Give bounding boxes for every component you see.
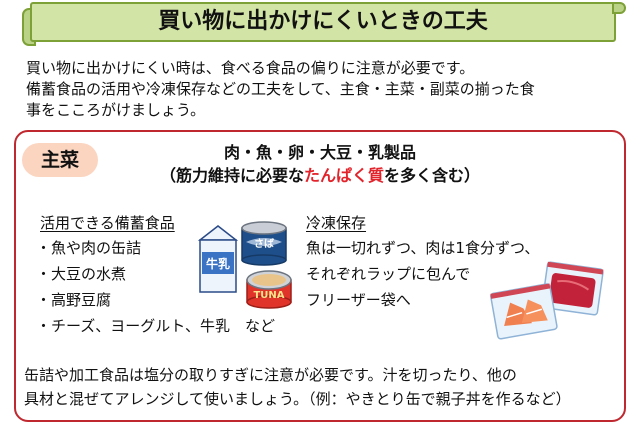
frozen-line: それぞれラップに包んで (306, 265, 471, 283)
main-dish-box (14, 130, 626, 422)
tuna-can-icon: TUNA (246, 270, 292, 309)
intro-paragraph: 買い物に出かけにくい時は、食べる食品の偏りに注意が必要です。 備蓄食品の活用や冷… (26, 58, 626, 121)
stock-item: ・大豆の水煮 (36, 265, 127, 283)
page-title: 買い物に出かけにくいときの工夫 (158, 9, 488, 34)
salt-note-line: 具材と混ぜてアレンジして使いましょう。（例：やきとり缶で親子丼を作るなど） (24, 390, 571, 408)
salt-note-line: 缶詰や加工食品は塩分の取りすぎに注意が必要です。汁を切ったり、他の (24, 366, 517, 384)
milk-label: 牛乳 (206, 256, 230, 271)
banner-body (30, 2, 616, 42)
frozen-line: フリーザー袋へ (306, 291, 411, 309)
protein-note-before: （筋力維持に必要な (159, 166, 304, 185)
protein-highlight: たんぱく質 (303, 166, 384, 185)
stock-foods-heading: 活用できる備蓄食品 (40, 214, 175, 232)
freezer-bags-icon (490, 261, 604, 340)
frozen-heading: 冷凍保存 (306, 214, 367, 232)
frozen-line: 魚は一切れずつ、肉は1食分ずつ、 (306, 239, 540, 257)
salt-note: 缶詰や加工食品は塩分の取りすぎに注意が必要です。汁を切ったり、他の 具材と混ぜて… (24, 363, 620, 411)
tuna-label: TUNA (253, 290, 284, 301)
intro-line: 買い物に出かけにくい時は、食べる食品の偏りに注意が必要です。 (26, 59, 475, 77)
saba-label: さば (254, 237, 274, 250)
main-dish-badge: 主菜 (22, 143, 98, 177)
mackerel-can-icon: さば (241, 221, 287, 266)
title-banner: 買い物に出かけにくいときの工夫 (22, 2, 626, 46)
intro-line: 備蓄食品の活用や冷凍保存などの工夫をして、主食・主菜・副菜の揃った食 (26, 80, 535, 98)
protein-note-after: を多く含む） (384, 166, 481, 185)
stock-item: ・魚や肉の缶詰 (36, 239, 142, 257)
intro-line: 事をこころがけましょう。 (26, 101, 206, 119)
milk-carton-icon: 牛乳 (197, 225, 239, 293)
banner-roll (612, 2, 626, 14)
stock-item: ・チーズ、ヨーグルト、牛乳 など (36, 317, 275, 335)
protein-note: （筋力維持に必要なたんぱく質を多く含む） (90, 165, 550, 187)
stock-item: ・高野豆腐 (36, 291, 112, 309)
food-categories: 肉・魚・卵・大豆・乳製品 (223, 143, 416, 162)
